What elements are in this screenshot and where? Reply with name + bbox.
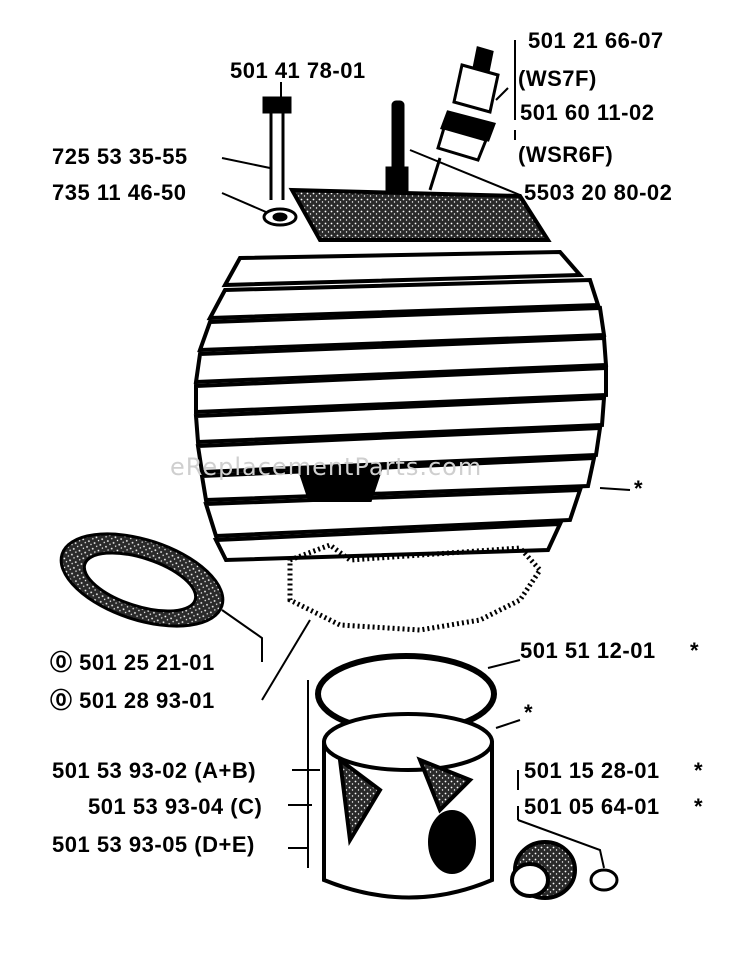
label-piston-ring-star: * bbox=[690, 638, 700, 663]
label-pin-star: * bbox=[694, 758, 704, 783]
round-gasket bbox=[59, 532, 225, 628]
label-spark-plug-1: 501 21 66-07 bbox=[528, 28, 664, 53]
spark-plug bbox=[428, 46, 500, 191]
piston bbox=[322, 712, 494, 900]
label-piston-ring: 501 51 12-01 bbox=[520, 638, 656, 663]
label-decompression-valve: 5503 20 80-02 bbox=[524, 180, 673, 205]
label-piston-de: 501 53 93-05 (D+E) bbox=[52, 832, 255, 857]
label-screw: 501 41 78-01 bbox=[230, 58, 366, 83]
label-spark-plug-2: 501 60 11-02 bbox=[520, 100, 655, 125]
label-spark-plug-2-type: (WSR6F) bbox=[518, 142, 614, 167]
leader-lines bbox=[221, 40, 631, 869]
watermark: eReplacementParts.com bbox=[170, 453, 483, 481]
label-gasket-1: ⓪ 501 25 21-01 bbox=[50, 650, 215, 675]
decompression-valve bbox=[385, 100, 409, 196]
label-pin: 501 15 28-01 bbox=[524, 758, 660, 783]
cylinder bbox=[193, 187, 609, 563]
label-piston-c: 501 53 93-04 (C) bbox=[88, 794, 263, 819]
circlip bbox=[589, 868, 619, 892]
screw bbox=[262, 96, 298, 227]
label-piston-ab: 501 53 93-02 (A+B) bbox=[52, 758, 257, 783]
label-gasket-2: ⓪ 501 28 93-01 bbox=[50, 688, 215, 713]
label-washer: 735 11 46-50 bbox=[52, 180, 187, 205]
label-screw-part: 725 53 35-55 bbox=[52, 144, 188, 169]
needle-bearing bbox=[510, 840, 577, 900]
label-cylinder-star: * bbox=[634, 476, 644, 501]
label-spark-plug-1-type: (WS7F) bbox=[518, 66, 597, 91]
label-piston-star: * bbox=[524, 700, 534, 725]
label-bearing-star: * bbox=[694, 794, 704, 819]
label-bearing: 501 05 64-01 bbox=[524, 794, 660, 819]
